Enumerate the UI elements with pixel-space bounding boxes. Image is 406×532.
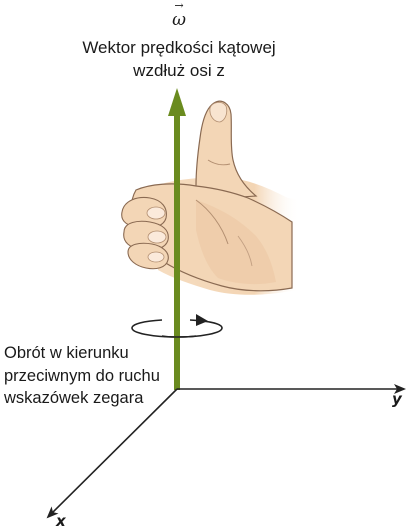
rotation-caption-line1: Obrót w kierunku: [4, 344, 129, 362]
angular-velocity-caption: Wektor prędkości kątowej wzdłuż osi z: [0, 36, 358, 82]
y-axis-label: y: [392, 390, 402, 408]
vector-arrow-accent: →: [174, 0, 184, 12]
rotation-caption-line3: wskazówek zegara: [4, 389, 144, 407]
x-axis: [46, 388, 178, 519]
rotation-caption: Obrót w kierunku przeciwnym do ruchu wsk…: [4, 342, 174, 410]
angular-velocity-caption-line1: Wektor prędkości kątowej: [82, 38, 276, 57]
rotation-circle-front: [161, 335, 197, 338]
angular-velocity-caption-line2: wzdłuż osi z: [133, 61, 225, 80]
rotation-caption-line2: przeciwnym do ruchu: [4, 366, 160, 385]
angular-velocity-vector: [168, 88, 186, 390]
x-axis-label: x: [56, 512, 66, 530]
omega-vector-symbol: → ω: [0, 0, 358, 30]
thumbs-up-hand-icon: [121, 100, 300, 295]
omega-symbol: ω: [172, 10, 186, 30]
